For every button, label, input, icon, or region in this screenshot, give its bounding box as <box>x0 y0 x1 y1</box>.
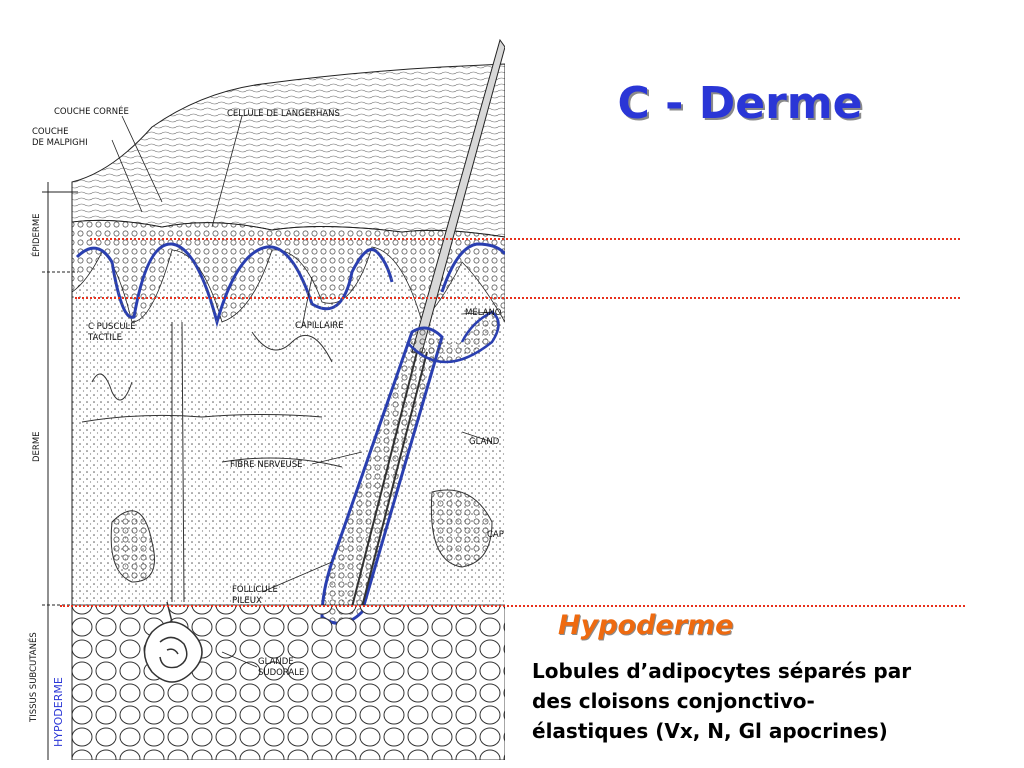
label-couche-malpighi-2: DE MALPIGHI <box>32 138 88 148</box>
guide-line-papilles <box>75 297 960 299</box>
label-glande-cut: GLAND <box>469 437 500 447</box>
label-leaders <box>111 115 493 668</box>
side-label-tissus: TISSUS SUBCUTANÉS <box>27 632 39 723</box>
dermal-vessels <box>81 321 493 603</box>
label-follicule-2: PILEUX <box>232 596 262 606</box>
label-cap-cut: CAP <box>487 530 504 540</box>
stratum-corneum <box>71 63 505 238</box>
label-corpuscule-2: TACTILE <box>87 333 122 343</box>
slide-title: C - Derme <box>617 78 863 129</box>
hypodermis-fat <box>71 604 505 760</box>
description-line: des cloisons conjonctivo- <box>532 689 815 713</box>
description-line: élastiques (Vx, N, Gl apocrines) <box>532 719 888 743</box>
label-capillaire: CAPILLAIRE <box>295 321 344 331</box>
skin-cross-section-illustration: COUCHE CORNÉE COUCHE DE MALPIGHI CELLULE… <box>27 38 505 760</box>
hair-follicle <box>320 38 505 625</box>
label-melano: MÉLANO <box>465 306 502 318</box>
label-fibre-nerveuse: FIBRE NERVEUSE <box>230 460 303 470</box>
label-glande-sudorale-1: GLANDE <box>258 657 294 667</box>
sweat-gland <box>143 601 203 683</box>
hypoderme-heading: Hypoderme <box>558 610 734 641</box>
hypoderme-description: Lobules d’adipocytes séparés par des clo… <box>532 656 972 746</box>
label-corpuscule-1: C PUSCULE <box>88 322 136 332</box>
guide-line-hypoderme <box>60 605 965 607</box>
side-label-epiderme: ÉPIDERME <box>30 213 42 257</box>
label-glande-sudorale-2: SUDORALE <box>258 668 304 678</box>
dermis <box>72 247 505 605</box>
side-label-derme: DERME <box>32 431 42 462</box>
side-label-hypoderme: HYPODERME <box>52 677 65 747</box>
guide-line-epiderme <box>90 238 960 240</box>
basement-membrane-outline-right <box>440 242 505 293</box>
label-langerhans: CELLULE DE LANGERHANS <box>227 109 340 119</box>
label-follicule-1: FOLLICULE <box>232 585 278 595</box>
label-couche-cornee: COUCHE CORNÉE <box>54 105 129 117</box>
label-couche-malpighi-1: COUCHE <box>32 127 69 137</box>
description-line: Lobules d’adipocytes séparés par <box>532 659 912 683</box>
